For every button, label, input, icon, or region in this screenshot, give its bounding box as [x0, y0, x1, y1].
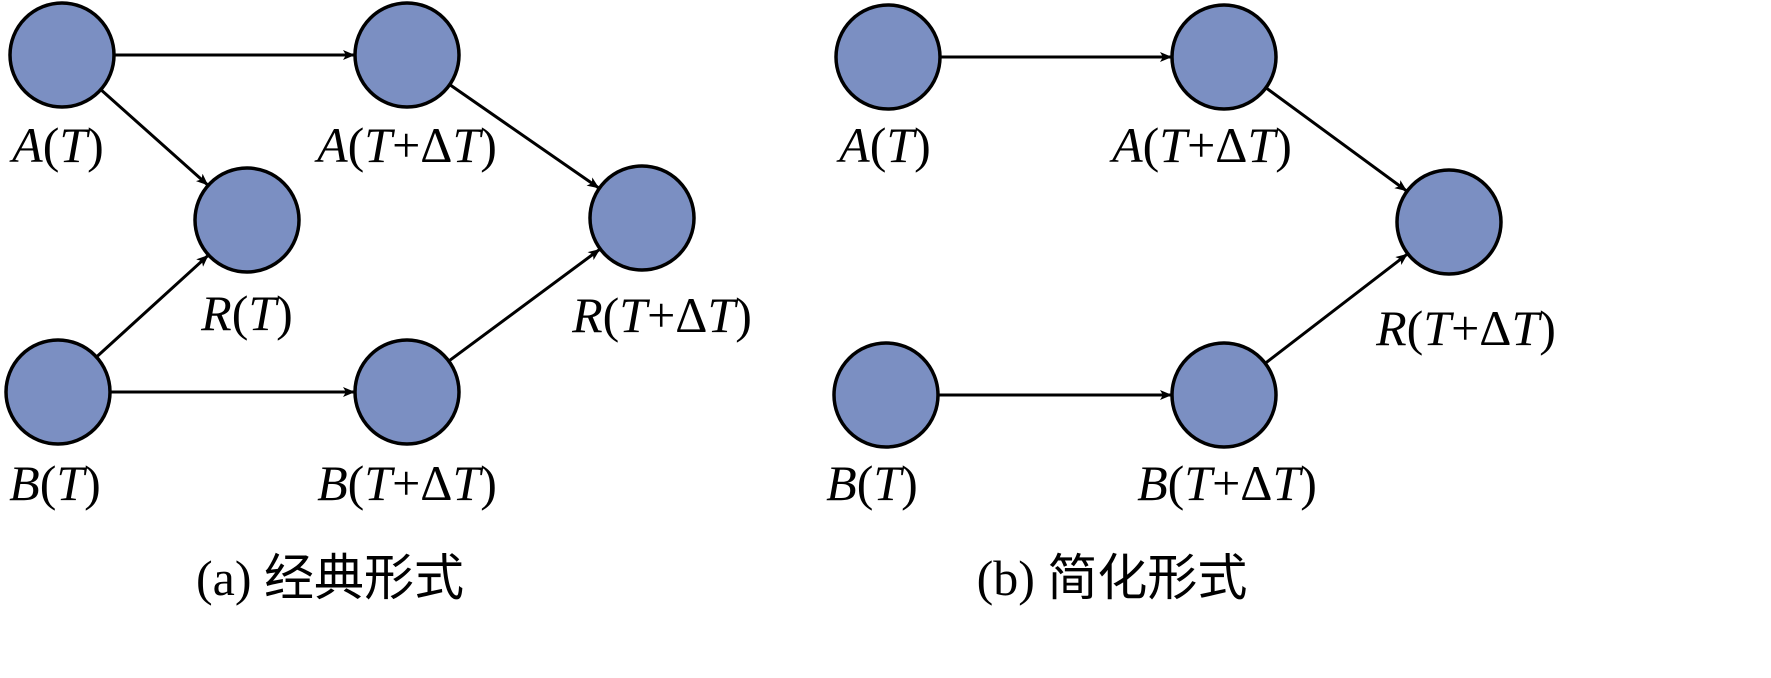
node-a-A_TdT: [353, 1, 461, 109]
node-label-a-B_TdT: B(T+ΔT): [317, 455, 497, 511]
edge-arrow-b-A_TdT-to-R_TdT: [1265, 86, 1408, 192]
edge-arrow-a-B_TdT-to-R_TdT: [447, 248, 601, 363]
node-label-b-A_TdT: A(T+ΔT): [1109, 117, 1292, 173]
node-a-R_TdT: [588, 164, 696, 272]
node-label-a-A_T: A(T): [9, 117, 104, 173]
node-label-b-B_TdT: B(T+ΔT): [1137, 455, 1317, 511]
edge-arrow-a-A_T-to-R_T: [99, 88, 209, 186]
node-b-A_TdT: [1170, 3, 1278, 111]
node-label-a-A_TdT: A(T+ΔT): [314, 117, 497, 173]
node-a-R_T: [193, 166, 301, 274]
node-b-R_TdT: [1395, 168, 1503, 276]
node-a-B_T: [4, 338, 112, 446]
node-a-B_TdT: [353, 338, 461, 446]
node-b-A_T: [834, 3, 942, 111]
panel-caption-a: (a) 经典形式: [196, 550, 464, 606]
node-label-a-B_T: B(T): [9, 455, 101, 511]
node-label-a-R_T: R(T): [200, 285, 293, 341]
edge-arrow-a-A_TdT-to-R_TdT: [448, 83, 600, 190]
edge-arrow-b-B_TdT-to-R_TdT: [1264, 253, 1408, 365]
node-a-A_T: [8, 1, 116, 109]
node-label-b-B_T: B(T): [826, 455, 918, 511]
node-b-B_TdT: [1170, 341, 1278, 449]
node-label-a-R_TdT: R(T+ΔT): [571, 287, 752, 343]
node-label-b-A_T: A(T): [836, 117, 931, 173]
edge-arrow-a-B_T-to-R_T: [95, 254, 209, 359]
node-label-b-R_TdT: R(T+ΔT): [1375, 300, 1556, 356]
panel-caption-b: (b) 简化形式: [977, 550, 1248, 606]
node-b-B_T: [832, 341, 940, 449]
